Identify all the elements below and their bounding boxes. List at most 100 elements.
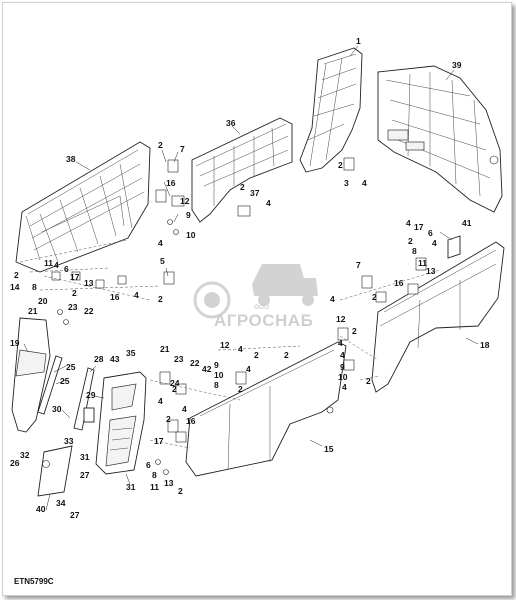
label-part-32: 32 [20,450,30,460]
label-part-22: 22 [190,358,200,368]
label-part-6: 6 [64,264,69,274]
label-part-33: 33 [64,436,74,446]
label-part-39: 39 [452,60,462,70]
label-part-29: 29 [86,390,96,400]
label-part-36: 36 [226,118,236,128]
label-part-4: 4 [158,396,163,406]
label-part-30: 30 [52,404,62,414]
label-part-8: 8 [214,380,219,390]
label-part-10: 10 [338,372,348,382]
label-part-12: 12 [336,314,346,324]
label-part-4: 4 [338,338,343,348]
hardware-cluster-right [337,257,441,381]
label-part-9: 9 [214,360,219,370]
label-part-13: 13 [426,266,436,276]
label-part-21: 21 [160,344,170,354]
watermark-company-name: АГРОСНАБ [214,311,313,330]
part-25-strip [37,355,63,415]
label-part-24: 24 [170,378,180,388]
label-part-13: 13 [84,278,94,288]
label-part-18: 18 [480,340,490,350]
label-part-2: 2 [172,384,177,394]
label-part-4: 4 [134,290,139,300]
label-part-16: 16 [186,416,196,426]
label-part-2: 2 [178,486,183,496]
label-part-4: 4 [330,294,335,304]
label-part-43: 43 [110,354,120,364]
label-part-17: 17 [414,222,424,232]
label-part-4: 4 [54,260,59,270]
label-part-4: 4 [432,238,437,248]
label-part-8: 8 [32,282,37,292]
hardware-cluster-left [39,271,175,325]
label-part-20: 20 [38,296,48,306]
label-part-25: 25 [60,376,70,386]
label-part-19: 19 [10,338,20,348]
drawing-code: ETN5799C [14,577,54,586]
label-part-4: 4 [362,178,367,188]
leader-lines [23,45,479,511]
label-part-17: 17 [154,436,164,446]
label-part-28: 28 [94,354,104,364]
part-38-panel [15,141,151,273]
label-part-9: 9 [340,362,345,372]
label-part-16: 16 [110,292,120,302]
part-30-bracket [83,407,95,423]
label-part-6: 6 [428,228,433,238]
watermark-prefix: ООО [254,304,269,311]
label-part-1: 1 [356,36,361,46]
part-28-strip [73,367,95,431]
part-39-panel [377,65,503,213]
label-part-4: 4 [340,350,345,360]
label-part-31: 31 [126,482,136,492]
label-part-41: 41 [462,218,472,228]
label-part-42: 42 [202,364,212,374]
agrosnab-watermark: ООО АГРОСНАБ [193,264,318,330]
hardware-cluster-upper-left [155,149,355,235]
label-part-27: 27 [70,510,80,520]
label-part-5: 5 [160,256,165,266]
label-part-22: 22 [84,306,94,316]
label-part-4: 4 [238,344,243,354]
label-part-2: 2 [240,182,245,192]
label-part-35: 35 [126,348,136,358]
label-part-12: 12 [220,340,230,350]
part-number-labels: 1 39 36 38 2 7 16 9 12 4 10 2 37 2 4 3 4… [10,36,490,520]
hardware-cluster-center [149,345,301,475]
label-part-23: 23 [174,354,184,364]
label-part-25: 25 [66,362,76,372]
label-part-16: 16 [394,278,404,288]
label-part-11: 11 [44,258,53,268]
part-36-panel [191,117,293,223]
label-part-37: 37 [250,188,260,198]
label-part-4: 4 [342,382,347,392]
label-part-2: 2 [166,414,171,424]
part-19-panel [11,317,51,433]
label-part-4: 4 [266,198,271,208]
label-part-4: 4 [406,218,411,228]
label-part-14: 14 [10,282,20,292]
part-40-plate [37,445,73,497]
label-part-26: 26 [10,458,20,468]
label-part-2: 2 [366,376,371,386]
label-part-2: 2 [158,294,163,304]
label-part-15: 15 [324,444,334,454]
label-part-40: 40 [36,504,46,514]
label-part-12: 12 [180,196,190,206]
part-43-frame [95,371,147,475]
label-part-10: 10 [186,230,196,240]
label-part-38: 38 [66,154,76,164]
label-part-7: 7 [356,260,361,270]
label-part-8: 8 [152,470,157,480]
part-41-bracket [447,235,461,259]
label-part-4: 4 [182,404,187,414]
label-part-13: 13 [164,478,174,488]
label-part-4: 4 [158,238,163,248]
label-part-23: 23 [68,302,78,312]
label-part-2: 2 [14,270,19,280]
label-part-21: 21 [28,306,38,316]
label-part-31: 31 [80,452,90,462]
label-part-7: 7 [180,144,185,154]
label-part-2: 2 [72,288,77,298]
